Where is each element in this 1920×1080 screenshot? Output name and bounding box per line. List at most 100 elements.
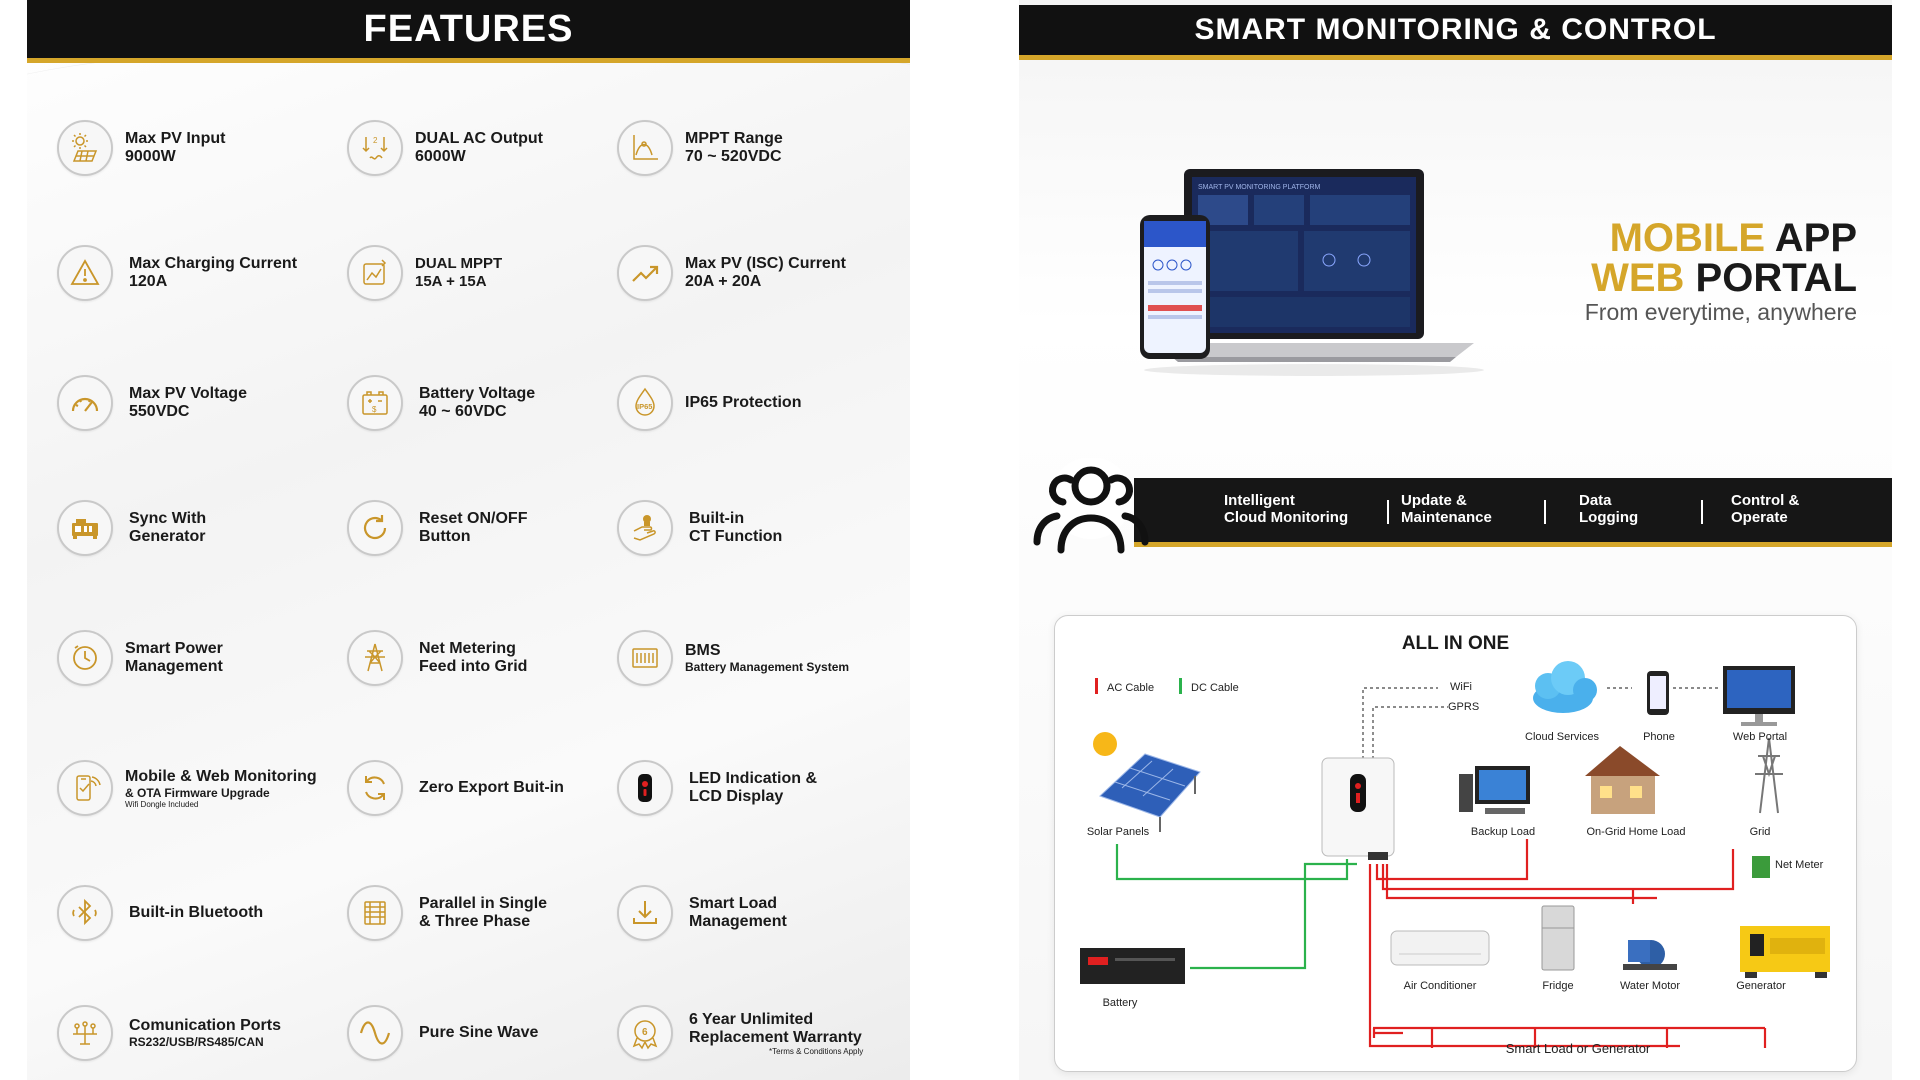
feature-value: Feed into Grid (419, 658, 528, 675)
grid-label: Grid (1749, 826, 1771, 838)
ip65-drop-icon: IP65 (617, 375, 673, 431)
smart-load-label: Smart Load or Generator (1505, 1041, 1651, 1056)
feature-value: Management (689, 913, 787, 930)
cloud-icon (1533, 661, 1597, 713)
generator-icon (57, 500, 113, 556)
battery-icon: $ (347, 375, 403, 431)
trend-up-icon (617, 245, 673, 301)
headline-web: WEB (1591, 256, 1685, 300)
diagram-title: ALL IN ONE (1401, 633, 1510, 654)
feature-title: Max PV Input (125, 130, 226, 147)
feature-title: BMS (685, 642, 721, 659)
water-motor-image (1623, 940, 1677, 970)
svg-text:IP65: IP65 (637, 402, 652, 411)
phone-icon (1647, 671, 1669, 715)
reset-icon (347, 500, 403, 556)
svg-text:$: $ (372, 405, 377, 414)
headline-mobile: MOBILE (1609, 216, 1766, 260)
feature-title: Built-in (689, 510, 745, 527)
net-meter-label: Net Meter (1775, 859, 1824, 871)
feature-value: Replacement Warranty (689, 1028, 862, 1046)
feature-ip65-protection: IP65 IP65 Protection (617, 375, 801, 431)
features-header: FEATURES (27, 0, 910, 63)
feature-value: 550VDC (129, 403, 190, 420)
home-image (1585, 746, 1660, 814)
svg-text:2: 2 (373, 136, 378, 145)
gprs-label: GPRS (1448, 701, 1480, 713)
mobile-monitoring-icon (57, 760, 113, 816)
feature-parallel-phase: Parallel in Single& Three Phase (347, 885, 547, 941)
clock-power-icon (57, 630, 113, 686)
feature-value: Button (419, 528, 471, 545)
feature-pure-sine-wave: Pure Sine Wave (347, 1005, 538, 1061)
feature-value: Generator (129, 528, 206, 545)
feature-note: *Terms & Conditions Apply (769, 1046, 864, 1056)
dc-cable-legend-swatch (1179, 678, 1182, 694)
feature-title: LED Indication & (689, 770, 817, 787)
water-motor-label: Water Motor (1619, 980, 1681, 992)
feature-title: Max PV Voltage (129, 385, 247, 402)
bms-icon (617, 630, 673, 686)
feature-title: Smart Load (689, 895, 778, 912)
feature-title: DUAL AC Output (415, 130, 543, 147)
web-portal-label: Web Portal (1732, 731, 1788, 743)
ac-cable-legend: AC Cable (1107, 682, 1155, 694)
headline-tagline: From everytime, anywhere (1584, 299, 1857, 325)
feature-title: Built-in Bluetooth (129, 904, 264, 921)
headline: MOBILE APP WEB PORTAL From everytime, an… (1539, 218, 1857, 326)
feature-value: 40 ~ 60VDC (419, 403, 507, 420)
feature-title: IP65 Protection (685, 394, 802, 411)
monitoring-panel: SMART MONITORING & CONTROL SMART PV MONI… (1019, 0, 1892, 1080)
fridge-label: Fridge (1542, 980, 1574, 992)
solar-panels-label: Solar Panels (1086, 826, 1150, 838)
air-conditioner-label: Air Conditioner (1403, 980, 1477, 992)
monitoring-title: SMART MONITORING & CONTROL (1194, 13, 1717, 46)
feature-value: 20A + 20A (685, 273, 762, 290)
headline-app: APP (1774, 216, 1857, 260)
feature-title: Pure Sine Wave (419, 1024, 539, 1041)
bluetooth-icon (57, 885, 113, 941)
feature-value: & Three Phase (419, 913, 531, 930)
bar-separator (1701, 500, 1703, 524)
headline-portal: PORTAL (1695, 256, 1857, 300)
bar-separator (1387, 500, 1389, 524)
feature-value: LCD Display (689, 788, 784, 805)
feature-value: & OTA Firmware Upgrade (125, 785, 270, 800)
feature-value: Management (125, 658, 223, 675)
features-title: FEATURES (363, 7, 574, 50)
generator-image (1740, 926, 1830, 978)
feature-title: Max Charging Current (129, 255, 298, 272)
wifi-label: WiFi (1450, 681, 1472, 693)
warning-triangle-icon (57, 245, 113, 301)
feature-value: Battery Management System (685, 660, 850, 674)
battery-label: Battery (1102, 997, 1138, 1009)
gauge-icon (57, 375, 113, 431)
sine-wave-icon (347, 1005, 403, 1061)
diagram-wiring (1080, 661, 1830, 1048)
dual-mppt-icon (347, 245, 403, 301)
feature-title: Mobile & Web Monitoring (125, 767, 317, 785)
laptop-screen-title: SMART PV MONITORING PLATFORM (1198, 184, 1321, 191)
feature-title: Smart Power (125, 640, 223, 657)
bar-item-update-maintenance: Update &Maintenance (1401, 492, 1492, 526)
led-display-icon (617, 760, 673, 816)
all-in-one-diagram: ALL IN ONE (1054, 615, 1857, 1072)
feature-zero-export: Zero Export Buit-in (347, 760, 564, 816)
transmission-tower-icon (347, 630, 403, 686)
feature-led-lcd: LED Indication &LCD Display (617, 760, 817, 816)
feature-title: Parallel in Single (419, 895, 548, 912)
inverter-image (1321, 757, 1395, 860)
